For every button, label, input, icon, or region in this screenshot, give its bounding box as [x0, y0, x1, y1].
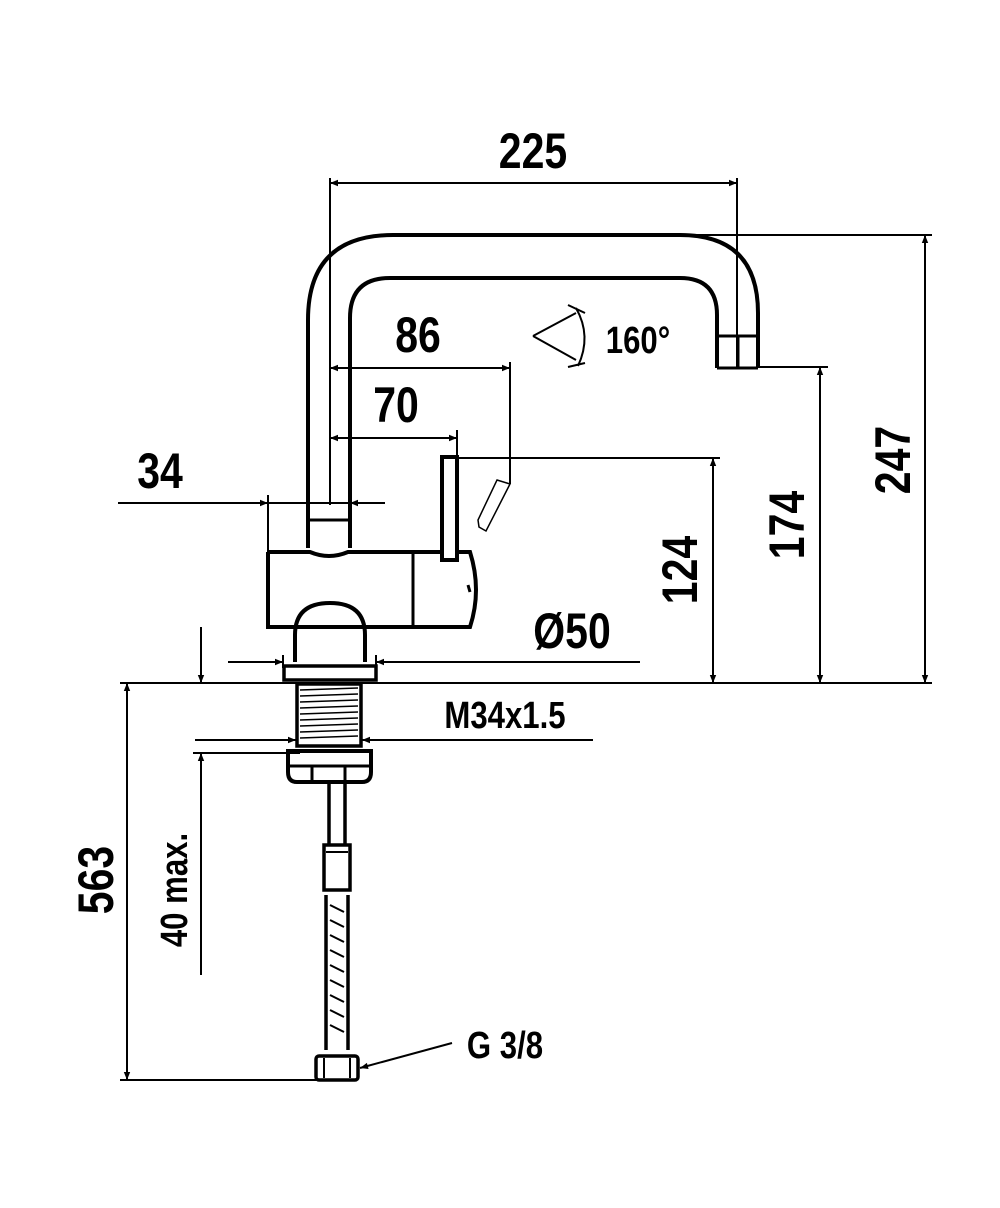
dim-max-counter-thickness: 40 max.	[154, 833, 196, 947]
dim-spout-outlet-height: 174	[759, 490, 815, 559]
dim-spout-reach: 225	[499, 123, 567, 179]
supply-hose	[314, 782, 360, 1082]
mounting-assembly	[282, 664, 378, 784]
dim-thread: M34x1.5	[444, 695, 565, 737]
dimension-lines	[118, 178, 932, 1081]
swivel-angle-icon	[532, 304, 586, 368]
dim-hose-length: 563	[68, 846, 124, 914]
faucet-body	[266, 455, 478, 662]
dim-total-height: 247	[865, 426, 921, 494]
dim-lever-height: 124	[652, 535, 708, 604]
dim-lever-reach: 86	[395, 307, 441, 363]
dim-body-diameter: Ø50	[533, 603, 610, 659]
dim-swivel-angle: 160°	[606, 320, 670, 362]
dim-lever-offset: 70	[373, 377, 419, 433]
lever-swivel-outline	[477, 479, 512, 533]
dim-hose-connection: G 3/8	[467, 1025, 543, 1067]
dim-spout-offset: 34	[137, 443, 183, 499]
